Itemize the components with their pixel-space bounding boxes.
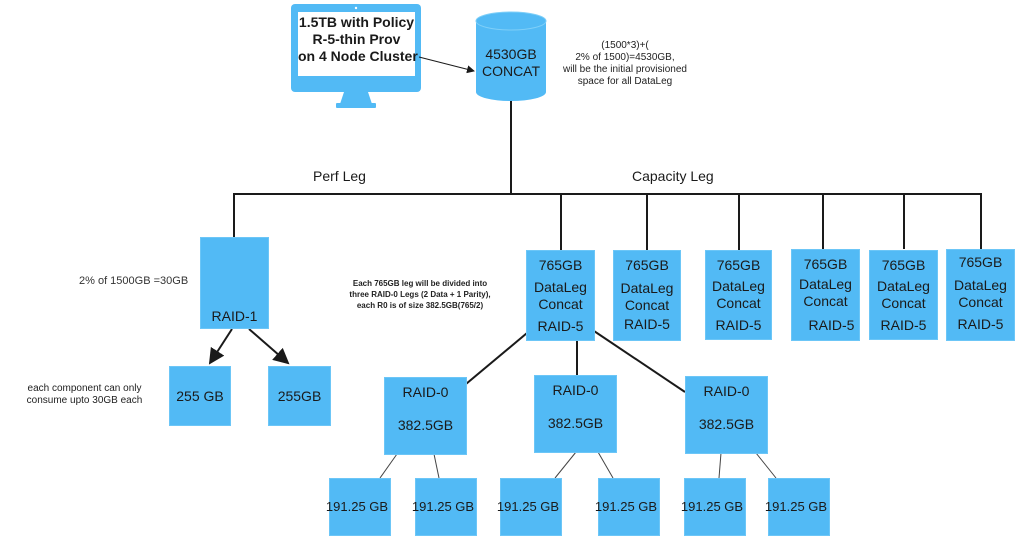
raid0-box[interactable]: RAID-0 382.5GB	[685, 376, 768, 454]
raid0-box[interactable]: RAID-0 382.5GB	[384, 377, 467, 455]
concat-note: (1500*3)+( 2% of 1500)=4530GB, will be t…	[563, 40, 687, 87]
leaf-component-box[interactable]: 191.25 GB	[765, 478, 830, 536]
leaf-component-box[interactable]: 191.25 GB	[497, 478, 562, 536]
leaf-component-box[interactable]: 191.25 GB	[595, 478, 660, 536]
leaf-component-box[interactable]: 191.25 GB	[412, 478, 477, 536]
arrow-source-to-concat	[418, 56, 475, 74]
dataleg-box[interactable]: 765GB DataLeg Concat RAID-5	[705, 250, 772, 340]
perf-leg-label: Perf Leg	[313, 168, 366, 184]
component-box[interactable]: 255 GB	[169, 366, 231, 426]
dataleg-box[interactable]: 765GB DataLeg Concat RAID-5	[613, 250, 681, 341]
dataleg-box[interactable]: 765GB DataLeg Concat RAID-5	[526, 250, 595, 341]
leaf-component-box[interactable]: 191.25 GB	[681, 478, 746, 536]
source-volume-label: 1.5TB with Policy R-5-thin Prov on 4 Nod…	[298, 14, 418, 64]
concat-label: 4530GB CONCAT	[481, 46, 541, 79]
dataleg-box[interactable]: 765GB DataLeg Concat RAID-5	[869, 250, 938, 340]
capacity-leg-label: Capacity Leg	[632, 168, 714, 184]
capacity-note: Each 765GB leg will be divided into thre…	[349, 279, 491, 310]
raid1-box[interactable]: RAID-1	[200, 237, 269, 329]
perf-note: 2% of 1500GB =30GB	[79, 275, 189, 287]
component-box[interactable]: 255GB	[268, 366, 331, 426]
leaf-component-box[interactable]: 191.25 GB	[326, 478, 391, 536]
raid0-box[interactable]: RAID-0 382.5GB	[534, 375, 617, 453]
component-note: each component can only consume upto 30G…	[26, 383, 143, 406]
dataleg-box[interactable]: 765GB DataLeg Concat RAID-5	[946, 249, 1015, 341]
raid1-label: RAID-1	[211, 308, 258, 324]
dataleg-box[interactable]: 765GB DataLeg Concat RAID-5	[791, 249, 860, 341]
